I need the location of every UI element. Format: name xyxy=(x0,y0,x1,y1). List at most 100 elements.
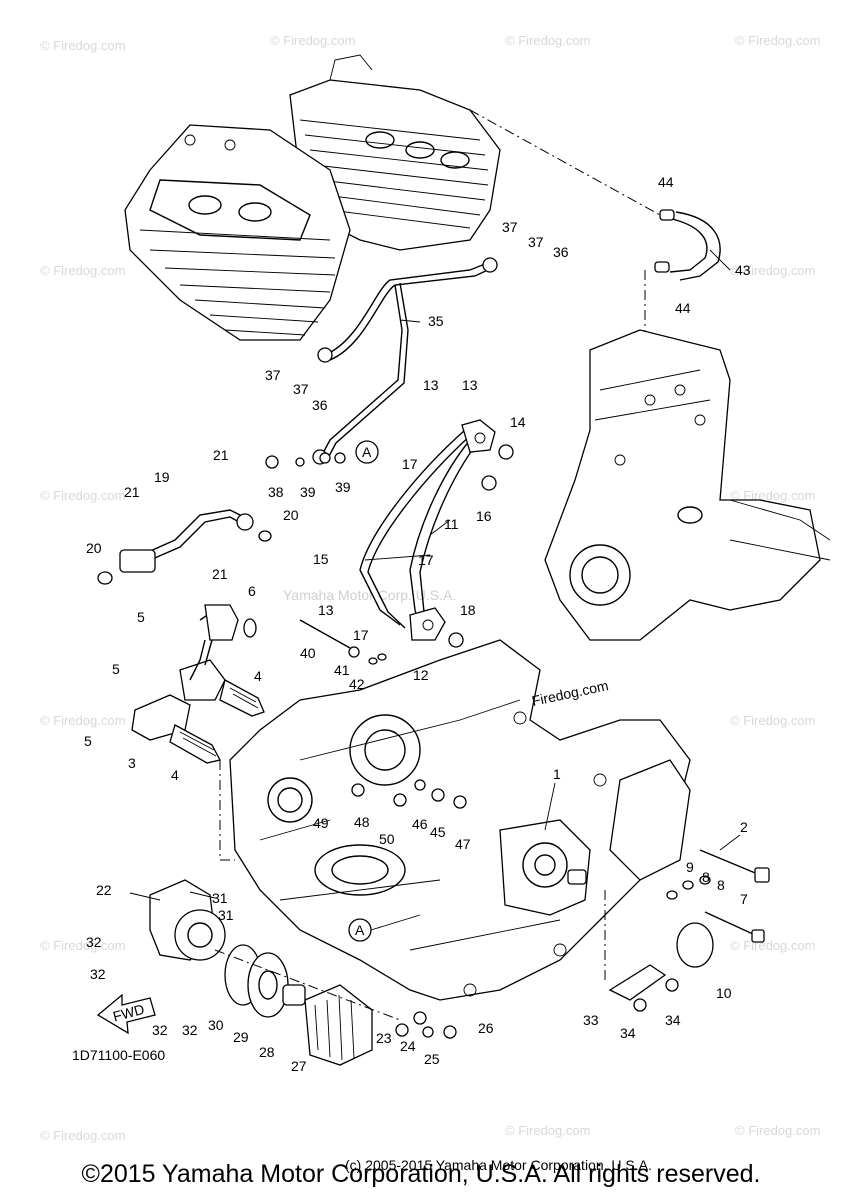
callout-37: 37 xyxy=(502,219,518,235)
small-print: (c) 2005-2015 Yamaha Motor Corporation, … xyxy=(345,1157,652,1173)
callout-39: 39 xyxy=(300,484,316,500)
callout-37: 37 xyxy=(293,381,309,397)
callout-21: 21 xyxy=(212,566,228,582)
callout-30: 30 xyxy=(208,1017,224,1033)
callout-22: 22 xyxy=(96,882,112,898)
callout-38: 38 xyxy=(268,484,284,500)
callout-1: 1 xyxy=(553,766,561,782)
oil-pipes-11-15 xyxy=(359,419,496,641)
crankcase-right-upper xyxy=(544,329,831,641)
callout-10: 10 xyxy=(716,985,732,1001)
callout-47: 47 xyxy=(455,836,471,852)
watermark-layer: © Firedog.com © Firedog.com © Firedog.co… xyxy=(40,33,820,1143)
callout-35: 35 xyxy=(428,313,444,329)
callout-17: 17 xyxy=(353,627,369,643)
watermark: © Firedog.com xyxy=(730,263,815,278)
callout-4: 4 xyxy=(254,668,262,684)
callout-31: 31 xyxy=(212,890,228,906)
callout-12: 12 xyxy=(413,667,429,683)
fasteners-center xyxy=(265,444,514,1039)
cylinder-heads xyxy=(124,54,501,341)
callout-49: 49 xyxy=(313,815,329,831)
callout-37: 37 xyxy=(265,367,281,383)
reference-a-markers: A A xyxy=(348,440,421,942)
callout-24: 24 xyxy=(400,1038,416,1054)
reference-a-upper xyxy=(355,440,379,464)
watermark: © Firedog.com xyxy=(735,33,820,48)
watermark: © Firedog.com xyxy=(505,33,590,48)
callout-42: 42 xyxy=(349,676,365,692)
footer-copyright: ©2015 Yamaha Motor Corporation, U.S.A. A… xyxy=(81,1160,761,1188)
fasteners-right xyxy=(604,849,770,1012)
callout-32: 32 xyxy=(90,966,106,982)
watermark: © Firedog.com xyxy=(505,1123,590,1138)
callout-27: 27 xyxy=(291,1058,307,1074)
callout-50: 50 xyxy=(379,831,395,847)
callout-32: 32 xyxy=(182,1022,198,1038)
callout-40: 40 xyxy=(300,645,316,661)
callout-14: 14 xyxy=(510,414,526,430)
callout-7: 7 xyxy=(740,891,748,907)
fwd-label: FWD xyxy=(111,1001,146,1025)
callout-5: 5 xyxy=(112,661,120,677)
diagram-code: 1D71100-E060 xyxy=(72,1047,165,1063)
callout-46: 46 xyxy=(412,816,428,832)
callout-4: 4 xyxy=(171,767,179,783)
callout-19: 19 xyxy=(154,469,170,485)
callout-21: 21 xyxy=(124,484,140,500)
callout-33: 33 xyxy=(583,1012,599,1028)
watermark: © Firedog.com xyxy=(40,488,125,503)
callout-11: 11 xyxy=(444,516,459,532)
callout-15: 15 xyxy=(313,551,329,567)
callout-23: 23 xyxy=(376,1030,392,1046)
callout-3: 3 xyxy=(128,755,136,771)
callout-43: 43 xyxy=(735,262,751,278)
watermark: © Firedog.com xyxy=(270,33,355,48)
callout-28: 28 xyxy=(259,1044,275,1060)
callout-44: 44 xyxy=(675,300,691,316)
oil-pipe-19 xyxy=(97,509,272,585)
callout-13: 13 xyxy=(462,377,478,393)
callout-8: 8 xyxy=(702,869,710,885)
callout-5: 5 xyxy=(137,609,145,625)
callout-21: 21 xyxy=(213,447,229,463)
callout-37: 37 xyxy=(528,234,544,250)
watermark: © Firedog.com xyxy=(735,1123,820,1138)
callout-6: 6 xyxy=(248,583,256,599)
callout-2: 2 xyxy=(740,819,748,835)
callout-17: 17 xyxy=(418,552,434,568)
callout-18: 18 xyxy=(460,602,476,618)
firedog-label: Firedog.com xyxy=(530,677,609,709)
callout-5: 5 xyxy=(84,733,92,749)
watermark: © Firedog.com xyxy=(40,1128,125,1143)
callout-41: 41 xyxy=(334,662,350,678)
oil-strainer-group xyxy=(131,604,265,764)
callout-9: 9 xyxy=(686,859,694,875)
breather-hose xyxy=(469,109,721,380)
callout-13: 13 xyxy=(318,602,334,618)
callout-16: 16 xyxy=(476,508,492,524)
callout-8: 8 xyxy=(717,877,725,893)
oil-filter-group xyxy=(149,760,401,1066)
callout-32: 32 xyxy=(152,1022,168,1038)
watermark: © Firedog.com xyxy=(730,938,815,953)
callout-34: 34 xyxy=(620,1025,636,1041)
callout-34: 34 xyxy=(665,1012,681,1028)
watermark: © Firedog.com xyxy=(40,38,125,53)
callout-17: 17 xyxy=(402,456,418,472)
callout-20: 20 xyxy=(283,507,299,523)
crankcase-lower xyxy=(229,639,691,1001)
callout-29: 29 xyxy=(233,1029,249,1045)
leader-lines xyxy=(129,249,741,901)
callout-39: 39 xyxy=(335,479,351,495)
reference-a-upper-label: A xyxy=(362,444,372,460)
watermark: © Firedog.com xyxy=(730,713,815,728)
watermark: © Firedog.com xyxy=(730,488,815,503)
callout-25: 25 xyxy=(424,1051,440,1067)
watermark: © Firedog.com xyxy=(40,263,125,278)
watermark: © Firedog.com xyxy=(40,938,125,953)
callout-36: 36 xyxy=(312,397,328,413)
callout-13: 13 xyxy=(423,377,439,393)
callout-31: 31 xyxy=(218,907,234,923)
